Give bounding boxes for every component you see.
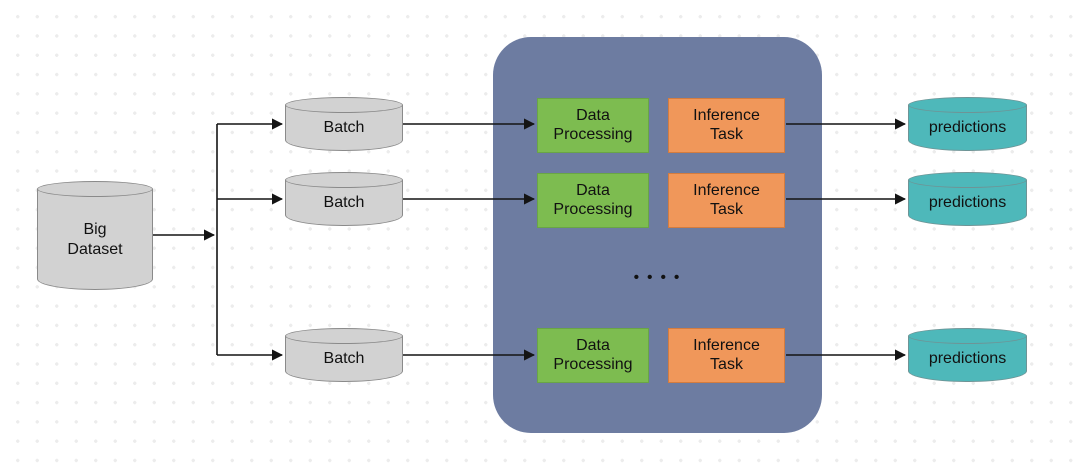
cylinder-top [285, 97, 403, 113]
label-line: Processing [553, 125, 633, 143]
data-processing-box-2: Data Processing [537, 173, 649, 228]
label-line: Data [576, 106, 610, 124]
predictions-cylinder-3: predictions [908, 328, 1027, 382]
data-processing-box-3: Data Processing [537, 328, 649, 383]
batch-cylinder-1: Batch [285, 97, 403, 151]
predictions-cylinder-1: predictions [908, 97, 1027, 151]
batch-label: Batch [323, 119, 365, 137]
label-line: Task [710, 355, 743, 373]
cylinder-top [285, 328, 403, 344]
label-line: Task [710, 200, 743, 218]
label-line: Inference [693, 106, 760, 124]
label-line: Inference [693, 336, 760, 354]
batch-label: Batch [323, 350, 365, 368]
batch-cylinder-2: Batch [285, 172, 403, 226]
ellipsis-dots: • • • • [633, 269, 682, 286]
cylinder-top [908, 328, 1027, 344]
inference-task-box-3: Inference Task [668, 328, 785, 383]
cylinder-top [908, 172, 1027, 188]
cylinder-body [285, 105, 403, 151]
label-line: Processing [553, 355, 633, 373]
label-line: Inference [693, 181, 760, 199]
big-dataset-cylinder: Big Dataset [37, 181, 153, 290]
cylinder-top [908, 97, 1027, 113]
inference-task-box-2: Inference Task [668, 173, 785, 228]
inference-task-box-1: Inference Task [668, 98, 785, 153]
label-line: Big [83, 221, 107, 239]
big-dataset-label: Big Dataset [37, 189, 153, 290]
label-line: Data [576, 336, 610, 354]
label-line: Dataset [67, 240, 123, 258]
cylinder-top [285, 172, 403, 188]
predictions-label: predictions [928, 194, 1007, 212]
predictions-label: predictions [928, 119, 1007, 137]
predictions-cylinder-2: predictions [908, 172, 1027, 226]
batch-cylinder-3: Batch [285, 328, 403, 382]
cylinder-body [37, 189, 153, 290]
data-processing-box-1: Data Processing [537, 98, 649, 153]
label-line: Processing [553, 200, 633, 218]
batch-label: Batch [323, 194, 365, 212]
cylinder-top [37, 181, 153, 197]
label-line: Data [576, 181, 610, 199]
predictions-label: predictions [928, 350, 1007, 368]
label-line: Task [710, 125, 743, 143]
